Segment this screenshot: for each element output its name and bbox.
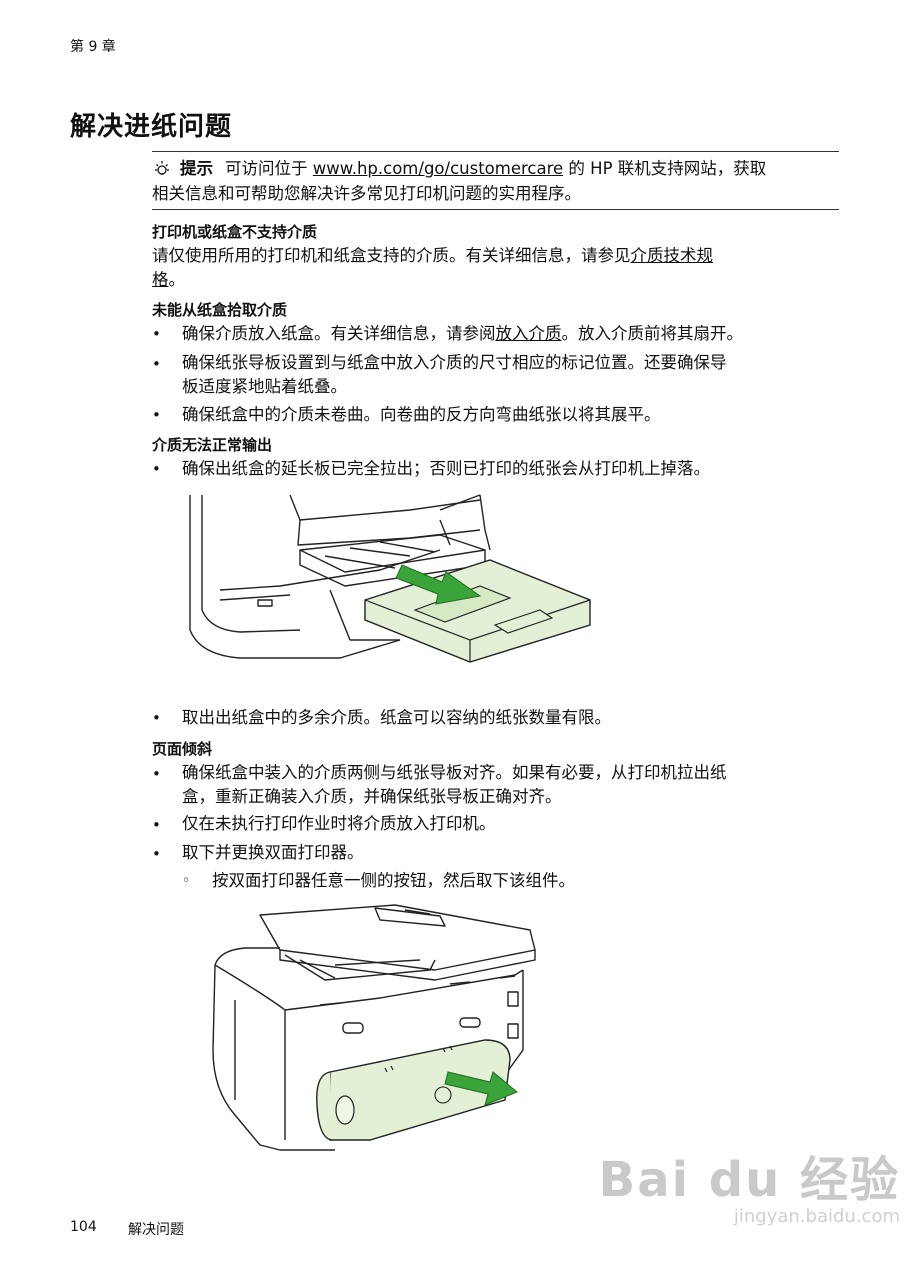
section2-bullet2: 确保纸张导板设置到与纸盒中放入介质的尺寸相应的标记位置。还要确保导 板适度紧地贴…: [182, 351, 842, 399]
tip-line2: 相关信息和可帮助您解决许多常见打印机问题的实用程序。: [152, 184, 581, 203]
media-spec-link-cont[interactable]: 格: [152, 270, 169, 289]
section4-bullet3: 取下并更换双面打印器。: [182, 843, 364, 862]
watermark-url: jingyan.baidu.com: [733, 1206, 900, 1227]
tip-box: 提示可访问位于 www.hp.com/go/customercare 的 HP …: [152, 156, 842, 206]
page-title: 解决进纸问题: [70, 112, 233, 142]
tip-text-before: 可访问位于: [225, 159, 308, 178]
section4-heading: 页面倾斜: [152, 740, 213, 758]
section1-text-end: 。: [168, 270, 186, 289]
bullet: •: [152, 816, 161, 834]
section3-bullet2: 取出出纸盒中的多余介质。纸盒可以容纳的纸张数量有限。: [182, 708, 611, 727]
section2-heading: 未能从纸盒拾取介质: [152, 301, 288, 319]
duplexer-illustration: [212, 904, 536, 1151]
tip-bottom-rule: [152, 209, 839, 210]
tip-label: 提示: [180, 159, 213, 178]
bullet: •: [152, 355, 161, 373]
tip-text-after: 的 HP 联机支持网站，获取: [568, 159, 767, 178]
tip-top-rule: [152, 151, 839, 152]
load-media-link[interactable]: 放入介质: [495, 324, 562, 343]
bullet: •: [152, 460, 161, 478]
media-spec-link[interactable]: 介质技术规: [630, 246, 714, 265]
section4-bullet2: 仅在未执行打印作业时将介质放入打印机。: [182, 814, 496, 833]
bullet: •: [152, 845, 161, 863]
s2b2-line1: 确保纸张导板设置到与纸盒中放入介质的尺寸相应的标记位置。还要确保导: [182, 353, 727, 372]
bullet: •: [152, 709, 161, 727]
sub-bullet: ◦: [182, 873, 191, 889]
bullet: •: [152, 325, 161, 343]
section3-heading: 介质无法正常输出: [152, 436, 273, 454]
section3-bullet1: 确保出纸盒的延长板已完全拉出；否则已打印的纸张会从打印机上掉落。: [182, 459, 710, 478]
s2b1-after: 。放入介质前将其扇开。: [561, 324, 744, 343]
bullet: •: [152, 406, 161, 424]
footer-section: 解决问题: [128, 1222, 184, 1238]
section2-bullet1: 确保介质放入纸盒。有关详细信息，请参阅放入介质。放入介质前将其扇开。: [182, 322, 842, 346]
bullet: •: [152, 765, 161, 783]
baidu-watermark: Bai du 经验 jingyan.baidu.com: [599, 1140, 900, 1227]
section1-heading: 打印机或纸盒不支持介质: [152, 223, 318, 241]
section2-bullet3: 确保纸盒中的介质未卷曲。向卷曲的反方向弯曲纸张以将其展平。: [182, 405, 661, 424]
section4-sub1: 按双面打印器任意一侧的按钮，然后取下该组件。: [212, 871, 575, 890]
page-number: 104: [70, 1219, 97, 1235]
section1-text: 请仅使用所用的打印机和纸盒支持的介质。有关详细信息，请参见介质技术规 格。: [152, 244, 842, 292]
output-tray-illustration: [189, 494, 591, 663]
watermark-brand: Bai du 经验: [598, 1152, 900, 1208]
s2b1-before: 确保介质放入纸盒。有关详细信息，请参阅: [182, 324, 496, 343]
section1-text-body: 请仅使用所用的打印机和纸盒支持的介质。有关详细信息，请参见: [152, 246, 631, 265]
s4b1-line2: 盒，重新正确装入介质，并确保纸张导板正确对齐。: [182, 787, 562, 806]
section4-bullet1: 确保纸盒中装入的介质两侧与纸张导板对齐。如果有必要，从打印机拉出纸 盒，重新正确…: [182, 761, 842, 809]
s4b1-line1: 确保纸盒中装入的介质两侧与纸张导板对齐。如果有必要，从打印机拉出纸: [182, 763, 727, 782]
lightbulb-icon: [155, 161, 169, 175]
chapter-label: 第 9 章: [70, 39, 116, 55]
customercare-link[interactable]: www.hp.com/go/customercare: [312, 159, 564, 178]
s2b2-line2: 板适度紧地贴着纸叠。: [182, 377, 347, 396]
